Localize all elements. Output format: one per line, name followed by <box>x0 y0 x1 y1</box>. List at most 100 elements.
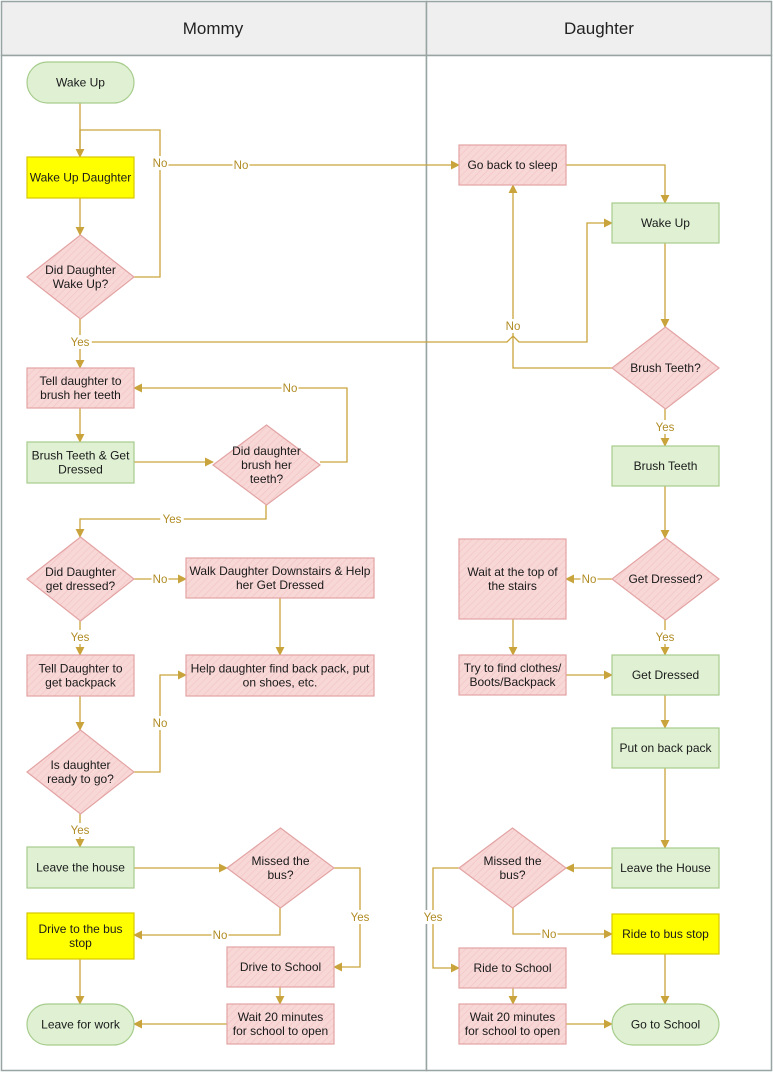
edge-label-bg <box>504 319 522 333</box>
node-text-line: Missed the <box>483 854 541 868</box>
edge-label: No <box>153 574 168 586</box>
node-text-line: Leave for work <box>41 1018 121 1032</box>
node-text-line: on shoes, etc. <box>243 676 318 690</box>
edge-label: Yes <box>351 912 370 924</box>
node-text-line: brush her <box>241 458 292 472</box>
process-shape <box>458 654 567 696</box>
edge-label: Yes <box>71 337 90 349</box>
lane-title-daughter: Daughter <box>564 19 634 38</box>
node-wake-up-m: Wake Up <box>26 61 135 104</box>
node-text-line: Wake Up <box>641 216 690 230</box>
node-text-line: Wait at the top of <box>467 565 558 579</box>
process-shape <box>26 846 135 889</box>
node-brush-q: Brush Teeth? <box>611 326 720 410</box>
node-try-find: Try to find clothes/Boots/Backpack <box>458 654 567 696</box>
node-text-line: Tell Daughter to <box>38 662 122 676</box>
edge-label-bg <box>540 927 558 941</box>
decision-shape <box>611 537 720 621</box>
edge-label-bg <box>68 630 92 644</box>
edge-label: Yes <box>71 632 90 644</box>
edge-label-bg <box>68 335 92 349</box>
node-text-line: Wait 20 minutes <box>238 1010 324 1024</box>
edge-label-bg <box>151 156 169 170</box>
node-leave-work: Leave for work <box>26 1003 135 1046</box>
process-shape <box>611 654 720 696</box>
terminator-shape <box>611 1003 720 1046</box>
decision-shape <box>26 234 135 320</box>
edge-missed-m-to-drive-bus <box>133 908 281 940</box>
edge-label: Yes <box>71 825 90 837</box>
process-shape <box>458 1003 567 1045</box>
edge-line <box>508 184 612 369</box>
node-text-line: brush her teeth <box>40 388 121 402</box>
edge-label: Yes <box>424 912 443 924</box>
node-text-line: Go back to sleep <box>467 158 557 172</box>
node-drive-school: Drive to School <box>226 946 335 988</box>
process-shape <box>611 847 720 889</box>
lane-header-mommy-bg <box>0 0 428 57</box>
node-get-dressed-d: Get Dressed <box>611 654 720 696</box>
node-text-line: Brush Teeth & Get <box>32 449 131 463</box>
node-text-line: Wake Up <box>56 76 105 90</box>
process-shape <box>611 202 720 244</box>
process-shape <box>185 557 375 599</box>
edge-label: No <box>153 158 168 170</box>
node-text-line: for school to open <box>465 1024 560 1038</box>
terminator-shape <box>26 1003 135 1046</box>
node-text-line: Go to School <box>631 1018 700 1032</box>
node-wake-up-d: Wake Up <box>611 202 720 244</box>
edge-back-sleep-to-wake-up-d <box>566 164 670 204</box>
node-text-line: Wake Up Daughter <box>30 171 132 185</box>
node-text-line: Leave the House <box>620 861 711 875</box>
edge-label: No <box>234 160 249 172</box>
process-shape <box>26 367 135 409</box>
node-text-line: stop <box>69 936 92 950</box>
node-put-pack: Put on back pack <box>611 727 720 769</box>
edge-did-wake-to-back-sleep <box>79 129 460 278</box>
edge-label-bg <box>232 158 250 172</box>
node-text-line: for school to open <box>233 1024 328 1038</box>
edge-label-bg <box>151 572 169 586</box>
edge-brush-q-to-back-sleep <box>508 184 612 369</box>
node-wake-daughter: Wake Up Daughter <box>26 156 135 199</box>
node-leave-house-d: Leave the House <box>611 847 720 889</box>
node-text-line: get backpack <box>45 676 117 690</box>
process-shape <box>611 913 720 955</box>
node-text-line: Brush Teeth? <box>630 361 701 375</box>
edge-label-bg <box>151 716 169 730</box>
node-get-dressed-q: Get Dressed? <box>611 537 720 621</box>
node-text-line: her Get Dressed <box>236 578 324 592</box>
node-text-line: get dressed? <box>46 579 116 593</box>
edge-label: No <box>283 383 298 395</box>
edge-label: No <box>153 718 168 730</box>
edge-label-bg <box>68 823 92 837</box>
edge-label: No <box>542 929 557 941</box>
node-text-line: Ride to School <box>473 961 551 975</box>
lane-title-mommy: Mommy <box>183 19 244 38</box>
decision-shape <box>457 827 568 909</box>
edge-line <box>80 218 613 343</box>
process-shape <box>458 144 567 186</box>
process-shape <box>226 1003 335 1045</box>
edge-label-bg <box>580 572 598 586</box>
decision-shape <box>225 827 336 909</box>
node-text-line: Ride to bus stop <box>622 927 709 941</box>
node-back-sleep: Go back to sleep <box>458 144 567 186</box>
node-text-line: Did Daughter <box>45 263 116 277</box>
edge-line <box>566 164 670 204</box>
edge-label: No <box>582 574 597 586</box>
node-text-line: Brush Teeth <box>634 459 698 473</box>
decision-shape <box>211 424 322 506</box>
